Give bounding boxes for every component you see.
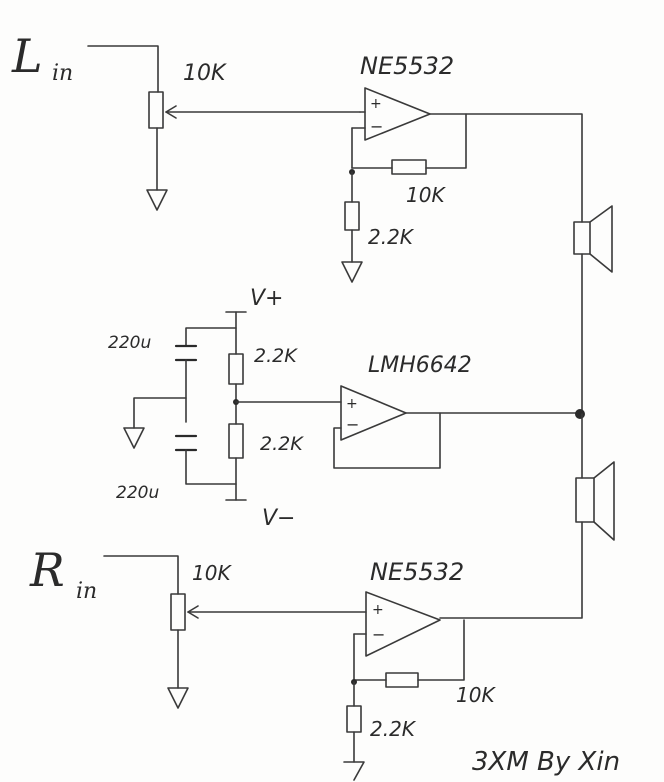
vplus-label: V+	[250, 286, 283, 311]
left-input-sub: in	[52, 61, 73, 86]
right-wiper-arrow	[187, 605, 199, 619]
gnd-resistor-bottom	[346, 705, 362, 733]
vminus-label: V−	[262, 506, 295, 531]
fb-resistor-bottom-value: 10K	[456, 683, 496, 707]
speaker-bottom-magnet	[575, 477, 595, 523]
bottom-output-wire	[439, 521, 583, 619]
right-input-wire	[103, 555, 179, 595]
left-input-label: L in	[11, 29, 73, 86]
opamp-mid-name: LMH6642	[368, 353, 472, 378]
fb-resistor-top-value: 10K	[406, 183, 446, 207]
opamp-bottom-name: NE5532	[370, 558, 464, 586]
left-input-letter: L	[11, 29, 43, 83]
opamp-bottom-minus: −	[372, 625, 385, 644]
gnd-resistor-top	[344, 201, 360, 231]
left-potentiometer	[148, 91, 164, 129]
cap-bottom-wire	[185, 449, 237, 485]
fb-wire-b	[425, 113, 467, 169]
divider-resistor-bottom	[228, 423, 244, 459]
speaker-bottom-cone	[593, 461, 615, 541]
opamp-top-plus: +	[370, 96, 382, 112]
divider-resistor-top-value: 2.2K	[254, 345, 298, 367]
right-input-label: R in	[29, 543, 97, 604]
divider-resistor-bottom-value: 2.2K	[260, 433, 304, 455]
ground-symbol-right-pot	[167, 687, 189, 709]
opamp-mid-minus: −	[346, 415, 359, 434]
opamp-bottom-symbol	[365, 591, 441, 657]
right-input-letter: R	[29, 543, 65, 597]
right-potentiometer	[170, 593, 186, 631]
opamp-bottom-plus: +	[372, 602, 384, 618]
opamp-top-name: NE5532	[360, 52, 454, 80]
speaker-top	[573, 205, 613, 273]
opamp-mid-symbol	[340, 385, 407, 441]
gnd-resistor-top-value: 2.2K	[368, 225, 415, 249]
right-pot-value: 10K	[192, 561, 232, 585]
opamp-mid-feedback	[333, 412, 441, 469]
ground-symbol-virtual	[123, 427, 145, 449]
speaker-top-cone	[589, 205, 613, 273]
fb-resistor-top	[391, 159, 427, 175]
left-input-wire	[87, 45, 159, 93]
top-output-wire	[429, 113, 583, 223]
junction-speaker-common	[575, 409, 585, 419]
ground-symbol-top-gain	[341, 261, 363, 283]
cap-top-wire-a	[185, 327, 237, 347]
left-wiper-arrow	[165, 105, 177, 119]
cap-top-value: 220u	[108, 333, 151, 353]
opamp-top-minus: −	[370, 117, 383, 136]
signature: 3XM By Xin	[472, 747, 620, 777]
left-pot-value: 10K	[183, 61, 227, 86]
gnd-resistor-bottom-value: 2.2K	[370, 717, 417, 741]
fb-resistor-bottom	[385, 672, 419, 688]
opamp-top-symbol	[364, 87, 431, 141]
divider-resistor-top	[228, 353, 244, 385]
speaker-bottom	[575, 461, 615, 541]
right-input-sub: in	[76, 579, 97, 604]
ground-symbol-left-pot	[146, 189, 168, 211]
opamp-mid-plus: +	[346, 396, 358, 412]
cap-bottom-value: 220u	[116, 483, 159, 503]
ground-symbol-bottom-gain	[343, 761, 365, 781]
fb-bottom-wire-b	[417, 619, 465, 681]
speaker-top-magnet	[573, 221, 591, 255]
mid-ground-wire	[133, 397, 187, 429]
